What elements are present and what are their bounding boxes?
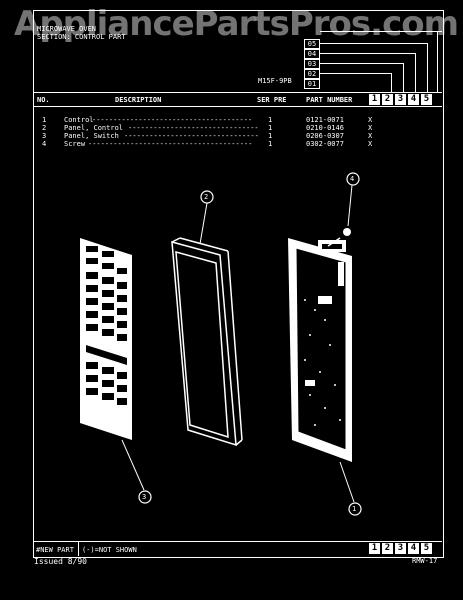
column-box: 2 [382,94,393,105]
part-desc: Screw [64,140,86,148]
revision-tab: 01 [304,79,320,89]
col-no: NO. [37,96,50,104]
part-no: 1 [42,116,47,124]
part-number: 0210-0146 [306,124,344,132]
new-part-legend: #NEW PART [36,546,74,554]
part-number: 0302-0077 [306,140,344,148]
header-section: SECTION: CONTROL PART [37,33,126,41]
page-frame [33,10,444,558]
revision-tab: 03 [304,59,320,69]
part-no: 4 [42,140,47,148]
col-description: DESCRIPTION [115,96,162,104]
screw-illustration [327,228,351,247]
callout-label: 3 [142,493,147,501]
revision-tab: 04 [304,49,320,59]
footer-box: 5 [421,543,432,554]
control-panel-illustration [171,237,243,447]
part-no: 3 [42,132,47,140]
callout-label: 4 [350,175,355,183]
footer-box: 4 [408,543,419,554]
part-no: 2 [42,124,47,132]
revision-tab: 05 [304,39,320,49]
part-desc: Panel, Switch [64,132,119,140]
header-title: MICROWAVE OVEN [37,25,97,33]
callout-label: 1 [352,505,357,513]
part-mark: X [368,116,373,124]
control-board-illustration [288,238,352,462]
not-shown-legend: (-)=NOT SHOWN [82,546,137,554]
part-mark: X [368,132,373,140]
part-qty: 1 [268,116,273,124]
part-desc: Control [64,116,94,124]
callout-label: 2 [204,193,209,201]
part-desc: Panel, Control [64,124,124,132]
col-ser-pre: SER PRE [257,96,287,104]
part-number: 0121-0071 [306,116,344,124]
column-box: 4 [408,94,419,105]
column-box: 5 [421,94,432,105]
column-box: 3 [395,94,406,105]
footer-box: 1 [369,543,380,554]
column-box: 1 [369,94,380,105]
issued-date: Issued 8/90 [34,557,87,566]
model-number: M15F-9PB [258,77,292,85]
part-qty: 1 [268,140,273,148]
footer-box: 2 [382,543,393,554]
part-qty: 1 [268,124,273,132]
switch-panel-illustration [80,238,132,440]
footer-box: 3 [395,543,406,554]
part-mark: X [368,124,373,132]
col-part-number: PART NUMBER [306,96,353,104]
revision-tab: 02 [304,69,320,79]
page-code: RMW-17 [412,557,438,565]
part-number: 0206-0307 [306,132,344,140]
watermark-logo: AppliancePartsPros.com [14,4,459,44]
part-mark: X [368,140,373,148]
part-qty: 1 [268,132,273,140]
